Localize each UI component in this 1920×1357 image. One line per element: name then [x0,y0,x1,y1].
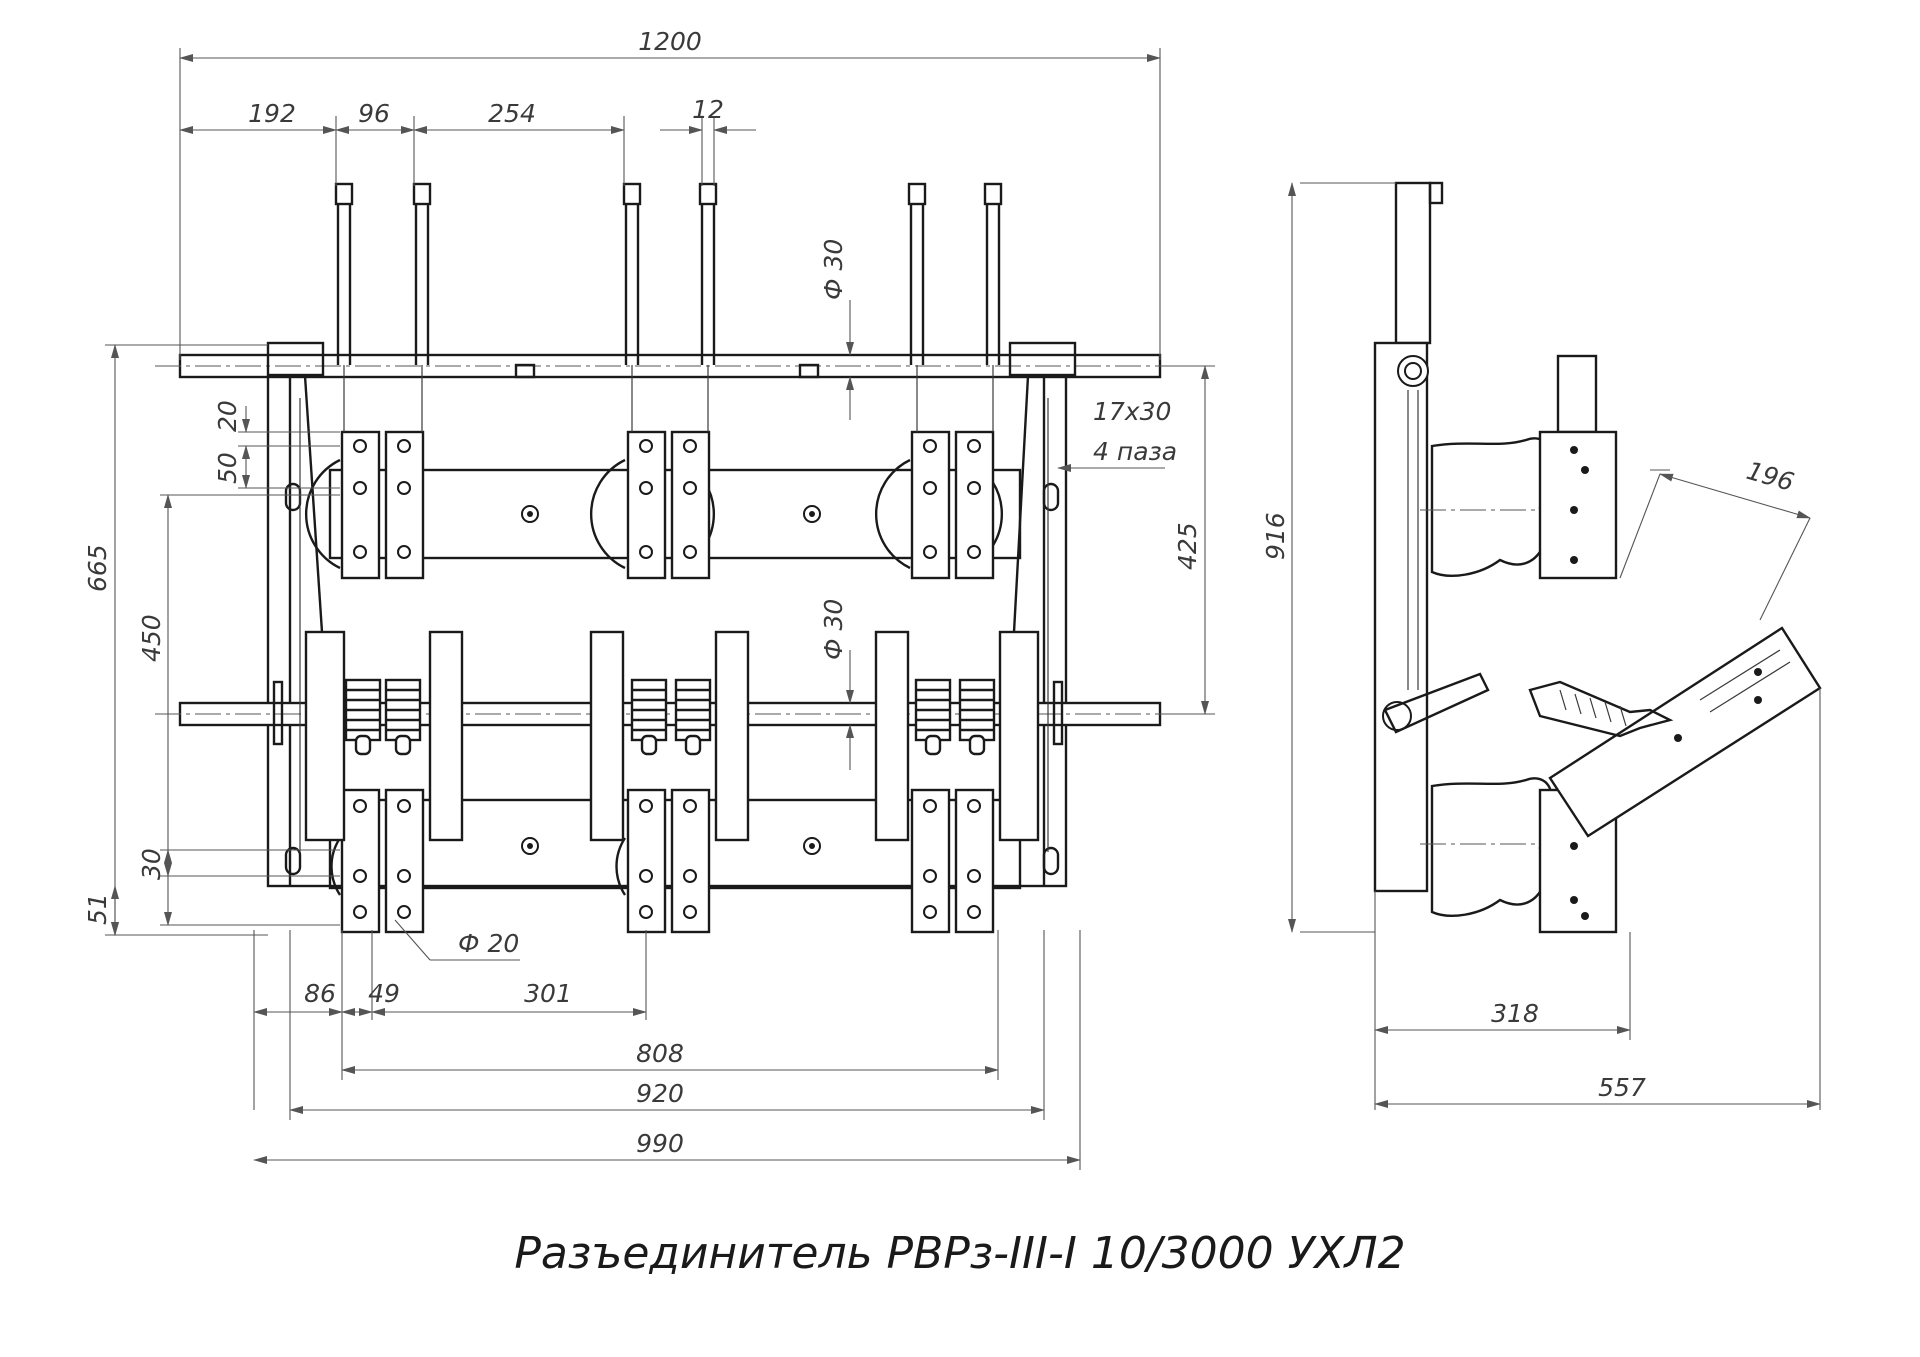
earthing-blades [304,630,1040,842]
contact-block [384,430,425,580]
dim-192: 192 [248,99,296,128]
dim-425: 425 [1173,522,1202,570]
dim-phi20: Ф 20 [458,929,519,958]
dim-50: 50 [213,452,242,484]
dim-990: 990 [636,1129,684,1158]
dim-51: 51 [83,893,112,925]
side-insulator-upper [1430,437,1554,577]
knife-blades [334,182,1003,432]
dim-450: 450 [137,614,166,662]
mount-slot [284,846,302,876]
dim-254: 254 [488,99,536,128]
drawing-title: Разъединитель РВРз-III-I 10/3000 УХЛ2 [514,1228,1405,1279]
dim-808: 808 [636,1039,684,1068]
side-frame [1373,341,1429,893]
dim-916: 916 [1261,512,1290,560]
side-post [1394,181,1432,345]
dim-slot-count: 4 паза [1093,437,1177,466]
dim-86: 86 [304,979,336,1008]
dim-665: 665 [83,544,112,592]
dim-49: 49 [368,979,400,1008]
dim-30: 30 [137,848,166,880]
dimension-labels: 1200 192 96 254 12 Ф 30 Ф 30 17х30 4 паз… [83,27,1797,1158]
side-contact-top [1556,354,1598,434]
side-contact-block [1538,430,1618,580]
dim-557: 557 [1598,1073,1646,1102]
dim-96: 96 [358,99,390,128]
side-view [1373,181,1822,934]
side-open-blade [1548,626,1822,838]
mount-slot [1042,846,1060,876]
contact-block [384,788,425,934]
dim-phi30-bottom: Ф 30 [819,599,848,660]
dim-slot-size: 17х30 [1093,397,1171,426]
dim-20: 20 [213,400,242,432]
dim-920: 920 [636,1079,684,1108]
dim-12: 12 [692,95,724,124]
dimension-lines [105,48,1821,1170]
dim-1200: 1200 [638,27,702,56]
dim-318: 318 [1491,999,1539,1028]
contact-springs [344,678,996,756]
dim-196: 196 [1743,456,1797,497]
dim-phi30-top: Ф 30 [819,239,848,300]
side-insulating-rod [1528,680,1674,738]
contact-bolts [353,439,981,919]
front-view [155,182,1185,934]
side-insulator-lower [1430,777,1554,917]
mount-slot [1042,482,1060,512]
dim-301: 301 [524,979,572,1008]
